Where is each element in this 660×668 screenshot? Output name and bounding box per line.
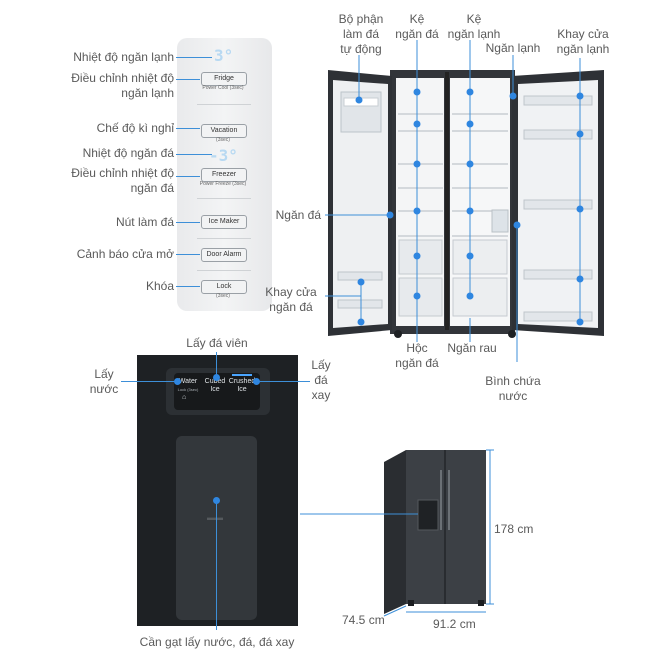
label-vacation: Chế độ kì nghỉ	[96, 121, 174, 135]
callout-line	[256, 381, 310, 382]
label-freezer-adjust: Điều chỉnh nhiệt độ ngăn đá	[71, 166, 174, 195]
crushed-ice-indicator	[232, 374, 252, 376]
lock-icon: ⌂	[182, 394, 187, 401]
callout-line	[121, 381, 177, 382]
callout-line	[216, 500, 217, 630]
label-ice-maker: Nút làm đá	[115, 215, 174, 229]
label-water-tank: Bình chứa nước	[485, 374, 541, 403]
fridge-temp-display: 3°	[214, 46, 234, 65]
label-lock: Khóa	[145, 279, 174, 293]
water-mode-sub: Lock (3sec)	[177, 387, 199, 392]
label-freezer-drawer: Hộc ngăn đá	[395, 341, 439, 370]
freezer-button[interactable]: Freezer	[201, 168, 247, 182]
freezer-button-sub: Power Freeze (3sec)	[199, 181, 247, 187]
exterior-dispenser	[417, 499, 439, 531]
label-vegetable-drawer: Ngăn rau	[447, 341, 497, 355]
callout-line	[176, 286, 200, 287]
callout-line	[176, 254, 200, 255]
label-depth: 74.5 cm	[342, 613, 385, 627]
freezer-drawer-bottom	[398, 277, 443, 317]
label-crushed: Lấy đá xay	[311, 358, 331, 402]
control-panel: 3° Fridge Power Cool (3sec) Vacation (3s…	[177, 38, 272, 311]
label-fridge-temp: Nhiệt độ ngăn lạnh	[73, 50, 174, 64]
panel-divider	[197, 238, 251, 239]
door-alarm-button[interactable]: Door Alarm	[201, 248, 247, 262]
label-freezer-temp: Nhiệt độ ngăn đá	[82, 146, 174, 160]
fridge-button-sub: Power Cool (3sec)	[202, 85, 244, 91]
label-freezer-compartment: Ngăn đá	[275, 208, 321, 222]
freezer-temp-display: -3°	[209, 146, 238, 165]
freezer-door-inner	[333, 80, 388, 328]
lock-button[interactable]: Lock	[201, 280, 247, 294]
dimension-lines	[300, 449, 494, 617]
freezer-shelves	[398, 113, 443, 237]
label-cubed: Lấy đá viên	[186, 336, 248, 350]
fridge-door-trays	[523, 95, 593, 322]
handle-left	[440, 470, 442, 530]
label-fridge-shelf: Kệ ngăn lạnh	[447, 12, 501, 41]
cubed-ice-label[interactable]: Cubed Ice	[204, 378, 226, 393]
panel-divider	[197, 104, 251, 105]
label-fridge-adjust: Điều chỉnh nhiệt độ ngăn lạnh	[71, 71, 174, 100]
callout-line	[176, 222, 200, 223]
callout-line	[176, 176, 200, 177]
vegetable-drawer-top	[452, 239, 508, 275]
label-door-alarm: Cảnh báo cửa mở	[76, 247, 174, 261]
panel-divider	[197, 198, 251, 199]
callout-dot	[174, 378, 181, 385]
vacation-button[interactable]: Vacation	[201, 124, 247, 138]
callout-dot	[253, 378, 260, 385]
ice-maker-button[interactable]: Ice Maker	[201, 215, 247, 229]
label-fridge-door-tray: Khay cửa ngăn lạnh	[556, 27, 610, 56]
lock-button-sub: (3sec)	[216, 293, 230, 299]
samsung-logo-mark: ▬▬	[207, 513, 223, 522]
vegetable-drawer-bottom	[452, 277, 508, 317]
fridge-shelves	[452, 113, 508, 237]
water-tank	[491, 209, 509, 233]
handle-right	[448, 470, 450, 530]
label-lever: Cần gạt lấy nước, đá, đá xay	[139, 635, 295, 649]
label-width: 91.2 cm	[433, 617, 476, 631]
label-ice-maker-unit: Bộ phận làm đá tự động	[338, 12, 384, 56]
callout-line	[216, 352, 217, 377]
callout-dot	[213, 497, 220, 504]
freezer-door-tray	[337, 299, 383, 309]
callout-line	[176, 154, 212, 155]
freezer-drawer-top	[398, 239, 443, 275]
callout-line	[176, 79, 200, 80]
label-water: Lấy nước	[89, 367, 119, 396]
interior-callouts	[325, 40, 581, 362]
panel-divider	[197, 270, 251, 271]
callout-line	[176, 128, 200, 129]
label-freezer-door-tray: Khay cửa ngăn đá	[265, 285, 317, 314]
label-freezer-shelf: Kệ ngăn đá	[395, 12, 439, 41]
label-height: 178 cm	[494, 522, 534, 536]
fridge-button[interactable]: Fridge	[201, 72, 247, 86]
callout-line	[176, 57, 212, 58]
fridge-side	[384, 450, 406, 614]
vacation-button-sub: (3sec)	[216, 137, 230, 143]
interior-dots	[355, 88, 584, 326]
callout-dot	[213, 374, 220, 381]
crushed-ice-label[interactable]: Crushed Ice	[228, 378, 256, 393]
water-mode-label[interactable]: Water	[178, 378, 198, 385]
label-fridge-compartment: Ngăn lạnh	[485, 41, 541, 55]
